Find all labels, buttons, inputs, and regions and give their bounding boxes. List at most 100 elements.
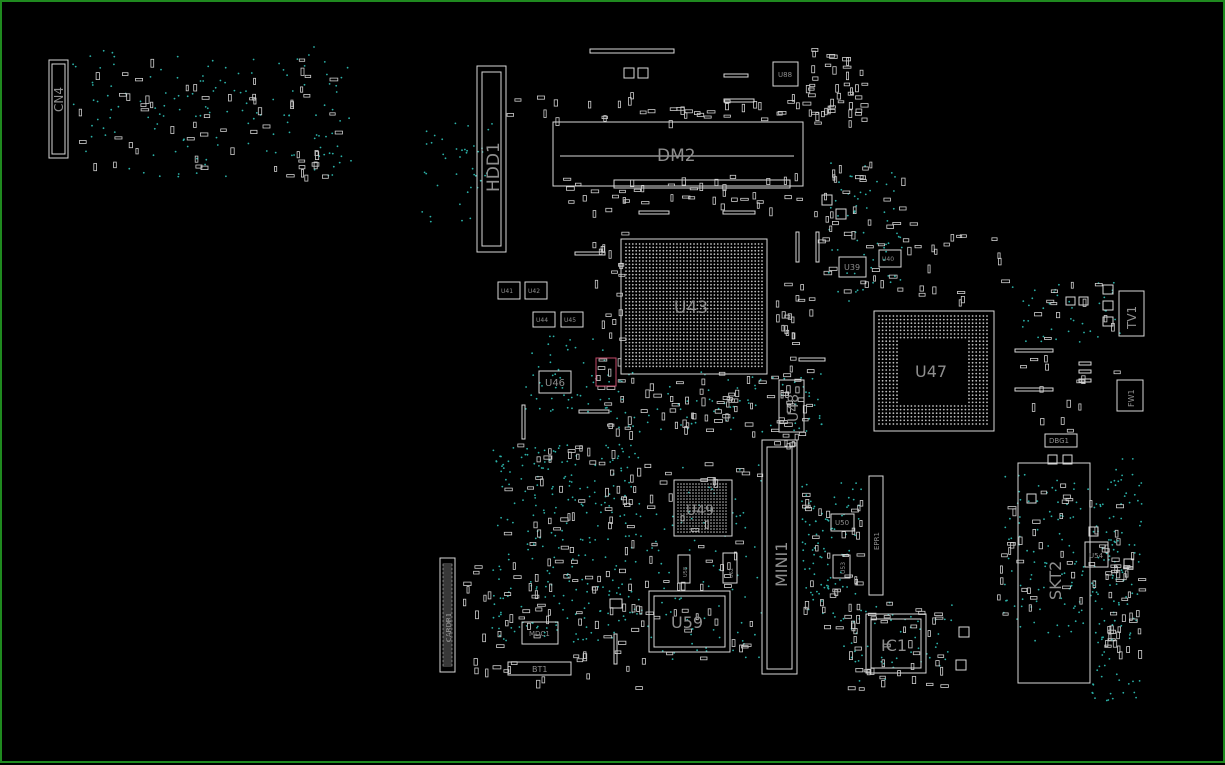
bga-ball: [652, 365, 655, 368]
mini1-slot[interactable]: MINI1: [761, 439, 798, 675]
ic1-chip[interactable]: IC1: [865, 613, 927, 674]
bga-ball: [716, 294, 719, 296]
bga-ball: [713, 277, 716, 279]
mdc1-module[interactable]: MDC1: [521, 621, 559, 645]
bga-ball: [669, 280, 672, 283]
via: [608, 380, 610, 383]
u50-chip[interactable]: U50: [830, 513, 855, 532]
via: [496, 524, 499, 527]
bga-ball: [689, 365, 692, 368]
bga-ball: [631, 341, 634, 344]
via: [541, 545, 544, 548]
bga-ball: [737, 365, 740, 368]
bga-ball: [628, 321, 631, 324]
bga-ball: [635, 297, 638, 300]
u54-chip[interactable]: U54: [1084, 541, 1109, 568]
bga-ball: [665, 321, 668, 324]
bga-ball: [652, 256, 655, 259]
u44-chip[interactable]: U44: [532, 311, 556, 328]
hdd1-connector[interactable]: HDD1: [476, 65, 507, 253]
bga-ball: [744, 358, 746, 361]
bga-ball: [750, 358, 753, 361]
bga-ball: [754, 283, 757, 286]
bga-ball: [676, 280, 678, 283]
via: [459, 203, 461, 206]
via: [204, 163, 207, 166]
fw1-connector[interactable]: FW1: [1116, 379, 1144, 412]
bga-ball: [683, 498, 685, 500]
bga-ball: [648, 314, 651, 317]
bga-ball: [899, 322, 902, 325]
via: [611, 579, 614, 582]
via: [635, 513, 638, 515]
u49-bga[interactable]: U49: [673, 479, 733, 537]
via: [811, 549, 814, 551]
bga-ball: [906, 325, 909, 328]
via: [727, 379, 730, 381]
bga-ball: [645, 345, 648, 347]
bga-ball: [888, 397, 891, 400]
bga-ball: [761, 243, 763, 245]
bga-ball: [648, 338, 651, 341]
smd-pad: [808, 93, 816, 98]
epr1-part[interactable]: EPR1: [868, 475, 884, 596]
bga-ball: [672, 311, 675, 313]
u40-chip[interactable]: U40: [878, 249, 902, 268]
via: [946, 651, 949, 653]
smd-pad: [604, 402, 613, 406]
cardr1-connector[interactable]: CARDR1: [439, 557, 456, 673]
u47-bga[interactable]: U47: [873, 310, 995, 432]
smd-pad: [509, 614, 514, 623]
u46-chip[interactable]: U46: [538, 370, 572, 394]
cn4-connector[interactable]: CN4: [48, 59, 69, 159]
bga-ball: [878, 354, 880, 357]
via: [291, 90, 294, 92]
bga-ball: [648, 351, 651, 354]
bt1-battery[interactable]: BT1: [507, 661, 572, 676]
via: [579, 487, 581, 490]
bga-ball: [878, 412, 880, 415]
smd-pad: [855, 668, 864, 673]
via: [568, 580, 571, 583]
via: [164, 92, 167, 94]
bga-ball: [696, 249, 699, 252]
u39-chip[interactable]: U39: [838, 256, 867, 278]
u59-chip[interactable]: U59: [648, 590, 731, 653]
tv1-connector[interactable]: TV1: [1118, 290, 1145, 337]
bga-ball: [680, 516, 682, 518]
bga-ball: [648, 294, 651, 296]
smd-pad: [649, 494, 654, 504]
bga-ball: [696, 273, 699, 276]
smd-pad: [812, 50, 816, 58]
bga-ball: [971, 347, 974, 350]
smd-pad: [784, 439, 788, 447]
bga-ball: [754, 277, 757, 279]
bga-ball: [689, 249, 692, 252]
smd-pad: [334, 130, 343, 135]
smd-pad: [585, 575, 594, 580]
via: [1067, 624, 1070, 627]
skt2-socket[interactable]: SKT2: [1017, 462, 1091, 684]
bga-ball: [723, 260, 726, 262]
u53-chip[interactable]: U53: [832, 554, 851, 579]
bga-ball: [677, 489, 679, 491]
u58-chip[interactable]: U58: [677, 554, 691, 584]
bga-ball: [928, 329, 931, 332]
bga-ball: [723, 341, 726, 344]
bga-ball: [655, 362, 658, 364]
via: [686, 618, 689, 621]
u45-chip[interactable]: U45: [560, 311, 584, 328]
smd-pad: [960, 295, 965, 304]
u48-chip[interactable]: U48: [778, 379, 805, 433]
dbg1-connector[interactable]: DBG1: [1044, 433, 1078, 448]
via: [679, 408, 682, 411]
dm2-slot[interactable]: DM2: [552, 121, 804, 189]
u41-chip[interactable]: U41: [497, 281, 521, 300]
bga-ball: [744, 331, 746, 334]
u62-chip[interactable]: U62: [722, 552, 738, 584]
bga-ball: [727, 317, 729, 320]
u88-chip[interactable]: U88: [772, 61, 799, 87]
smd-pad: [700, 583, 704, 591]
u43-bga[interactable]: U43: [620, 238, 768, 375]
u42-chip[interactable]: U42: [524, 281, 548, 300]
